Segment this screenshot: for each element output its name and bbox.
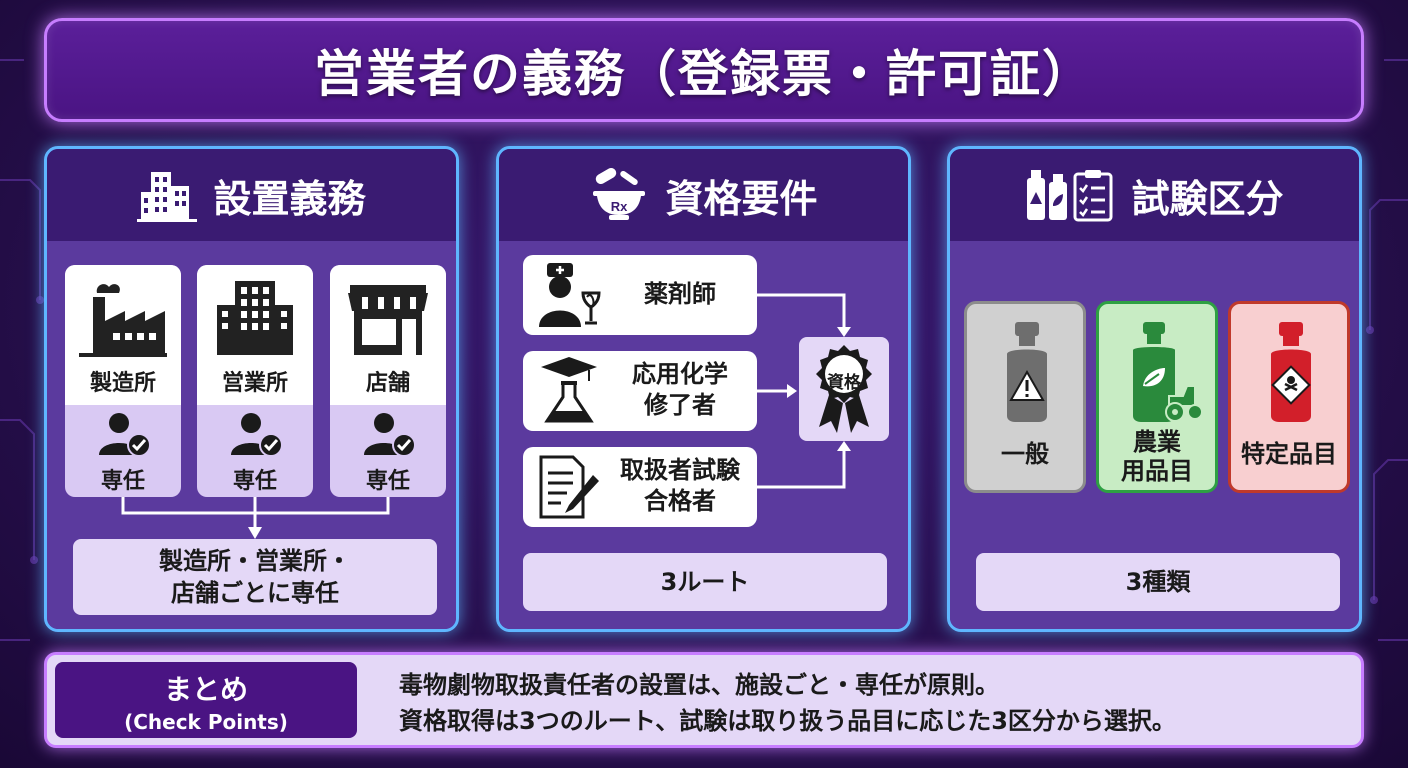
bottle-tractor-icon bbox=[1133, 322, 1203, 422]
qualification-summary: 3ルート bbox=[523, 553, 887, 611]
category-general: 一般 bbox=[964, 301, 1086, 493]
category-agricultural: 農業 用品目 bbox=[1096, 301, 1218, 493]
check-points-bar: まとめ (Check Points) 毒物劇物取扱責任者の設置は、施設ごと・専任… bbox=[44, 652, 1364, 748]
mortar-pestle-rx-icon: Rx bbox=[593, 168, 646, 220]
facility-name: 製造所 bbox=[89, 371, 156, 396]
exam-panel: 試験区分 一般 bbox=[947, 146, 1362, 632]
svg-text:Rx: Rx bbox=[611, 199, 628, 214]
facility-card-office: 営業所 専任 bbox=[197, 265, 313, 497]
category-label: 特定品目 bbox=[1241, 440, 1337, 468]
exam-body: 一般 農業 用品目 bbox=[950, 241, 1359, 629]
qualification-header: Rx 資格要件 bbox=[499, 149, 908, 241]
office-building-icon bbox=[137, 172, 198, 222]
check-points-sublabel: (Check Points) bbox=[124, 710, 288, 734]
route-label: 応用化学 bbox=[632, 360, 728, 388]
exam-header: 試験区分 bbox=[950, 149, 1359, 241]
bottle-warning-icon bbox=[1007, 322, 1047, 422]
route-label: 薬剤師 bbox=[644, 280, 716, 308]
category-label: 農業 bbox=[1133, 428, 1181, 456]
route-pharmacist: 薬剤師 bbox=[523, 255, 757, 335]
check-points-label: まとめ bbox=[163, 673, 248, 706]
route-arrows bbox=[757, 293, 851, 489]
user-check-icon bbox=[231, 413, 283, 457]
establishment-panel: 設置義務 製造所 bbox=[44, 146, 459, 632]
graduation-flask-icon bbox=[541, 357, 597, 423]
facility-card-store: 店舗 専任 bbox=[330, 265, 446, 497]
document-pen-icon bbox=[539, 455, 599, 519]
category-label-block: 農業 用品目 bbox=[1099, 428, 1215, 486]
bottles-checklist-icon bbox=[1027, 170, 1113, 222]
page-title: 営業者の義務（登録票・許可証） bbox=[314, 45, 1094, 103]
check-points-tag: まとめ (Check Points) bbox=[55, 662, 357, 738]
route-label-block: 取扱者試験 合格者 bbox=[609, 455, 751, 517]
qualification-title: 資格要件 bbox=[665, 176, 818, 221]
user-check-icon bbox=[99, 413, 151, 457]
category-label: 用品目 bbox=[1121, 456, 1193, 485]
factory-icon bbox=[79, 284, 167, 357]
exam-title: 試験区分 bbox=[1131, 176, 1284, 221]
award-ribbon-icon bbox=[816, 345, 872, 433]
qualification-body: 薬剤師 応用化学 修了者 取扱者試験 合格者 bbox=[499, 241, 908, 629]
route-applied-chemistry: 応用化学 修了者 bbox=[523, 351, 757, 431]
establishment-body: 製造所 専任 bbox=[47, 241, 456, 629]
qualification-panel: Rx 資格要件 薬剤師 bbox=[496, 146, 911, 632]
storefront-icon bbox=[348, 285, 428, 355]
qualification-target: 資格 bbox=[799, 337, 889, 441]
bottle-hazard-icon bbox=[1271, 322, 1311, 422]
facility-role: 専任 bbox=[232, 469, 277, 494]
facility-card-factory: 製造所 専任 bbox=[65, 265, 181, 497]
pharmacist-icon bbox=[539, 263, 601, 327]
establishment-summary: 製造所・営業所・ 店舗ごとに専任 bbox=[73, 539, 437, 615]
facility-role: 専任 bbox=[365, 469, 410, 494]
exam-summary: 3種類 bbox=[976, 553, 1340, 611]
user-check-icon bbox=[364, 413, 416, 457]
establishment-header: 設置義務 bbox=[47, 149, 456, 241]
route-exam-passer: 取扱者試験 合格者 bbox=[523, 447, 757, 527]
summary-line: 製造所・営業所・ bbox=[159, 546, 351, 575]
facility-name: 営業所 bbox=[221, 371, 288, 396]
route-label-block: 応用化学 修了者 bbox=[609, 359, 751, 421]
check-point-line: 毒物劇物取扱責任者の設置は、施設ごと・専任が原則。 bbox=[399, 671, 999, 699]
facility-role: 専任 bbox=[100, 469, 145, 494]
check-points-text: 毒物劇物取扱責任者の設置は、施設ごと・専任が原則。 資格取得は3つのルート、試験… bbox=[399, 667, 1176, 739]
summary-line: 店舗ごとに専任 bbox=[171, 579, 339, 607]
route-label: 合格者 bbox=[644, 487, 716, 516]
category-label: 一般 bbox=[1001, 440, 1049, 468]
qualification-label: 資格 bbox=[827, 373, 861, 393]
route-label: 修了者 bbox=[644, 391, 716, 420]
category-specific: 特定品目 bbox=[1228, 301, 1350, 493]
establishment-title: 設置義務 bbox=[213, 176, 366, 221]
facility-name: 店舗 bbox=[365, 371, 410, 396]
office-building-icon bbox=[217, 281, 293, 355]
check-point-line: 資格取得は3つのルート、試験は取り扱う品目に応じた3区分から選択。 bbox=[399, 707, 1176, 735]
merge-connector bbox=[121, 497, 390, 539]
route-label: 取扱者試験 bbox=[620, 456, 740, 484]
title-banner: 営業者の義務（登録票・許可証） bbox=[44, 18, 1364, 122]
